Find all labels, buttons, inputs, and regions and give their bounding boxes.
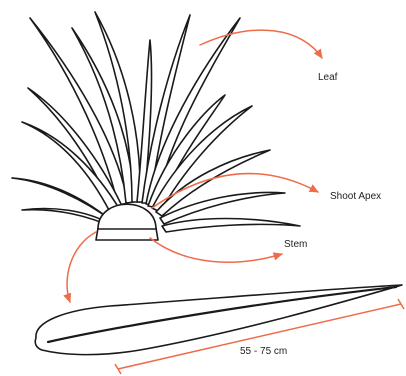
leaf-blade: [162, 219, 300, 233]
shoot-apex-label: Shoot Apex: [330, 191, 381, 202]
detached-leaf: [35, 285, 402, 355]
stem-label: Stem: [284, 239, 307, 250]
detached-leaf-callout-arrow: [67, 232, 96, 302]
shoot-apex: [98, 204, 156, 229]
leaf-label: Leaf: [318, 72, 338, 83]
leaf-blade-detail: [35, 285, 402, 355]
leaf-length-label: 55 - 75 cm: [240, 346, 287, 357]
stem-callout-arrow: [150, 238, 282, 262]
